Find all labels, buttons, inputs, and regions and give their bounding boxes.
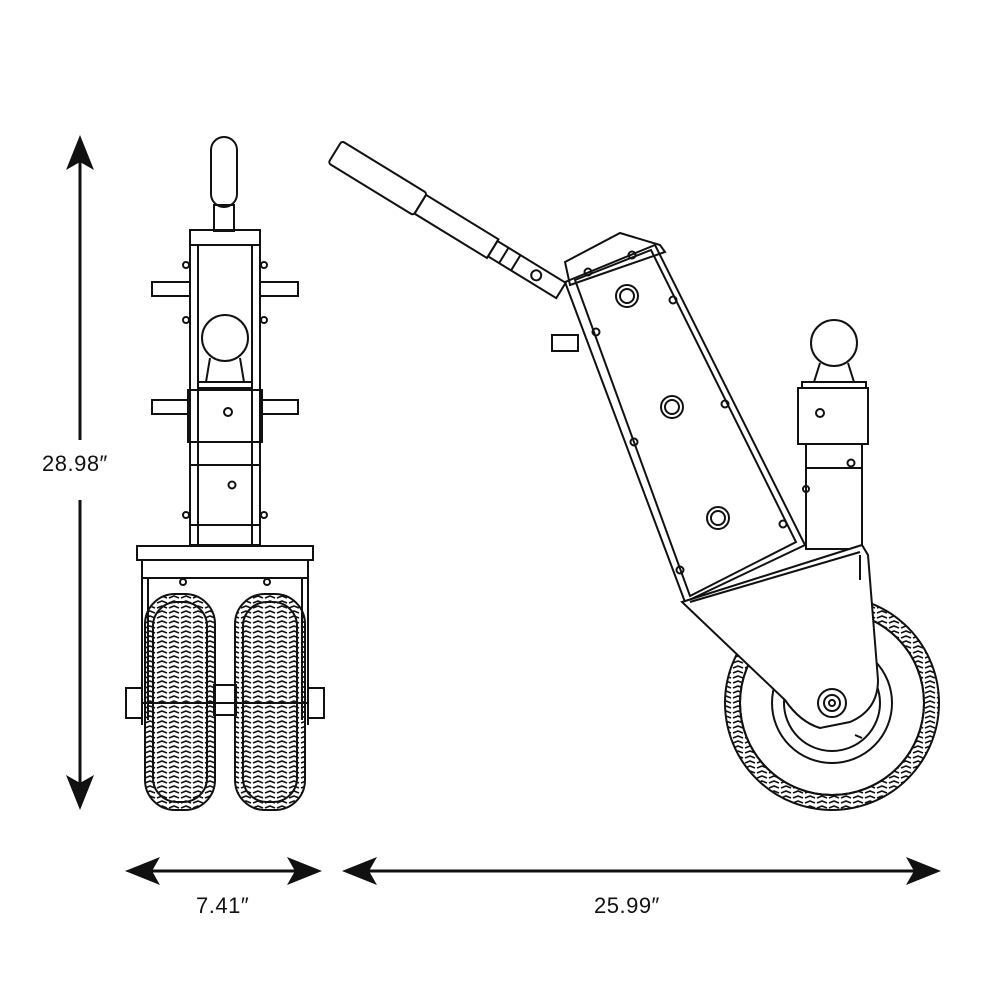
side-main-body bbox=[563, 243, 807, 604]
front-fork-plate bbox=[136, 545, 314, 561]
front-wheel-left bbox=[144, 593, 216, 811]
front-side-arm-bottom-right bbox=[259, 399, 299, 415]
front-side-arm-bottom-left bbox=[151, 399, 191, 415]
height-dimension-label: 28.98″ bbox=[42, 451, 108, 476]
front-wheel-right bbox=[234, 593, 306, 811]
side-view bbox=[328, 141, 940, 811]
width-dimension-label: 7.41″ bbox=[196, 893, 250, 918]
side-hole-bottom bbox=[706, 506, 730, 530]
width-dimension-arrow bbox=[125, 857, 322, 885]
height-dimension-arrow bbox=[66, 135, 94, 810]
front-side-arm-top-left bbox=[151, 281, 191, 297]
side-collar bbox=[797, 387, 869, 445]
length-dimension-label: 25.99″ bbox=[594, 893, 660, 918]
front-main-column bbox=[189, 244, 261, 546]
front-axle-block-right bbox=[307, 687, 325, 719]
front-side-arm-top-right bbox=[259, 281, 299, 297]
side-post bbox=[805, 443, 863, 550]
side-top-cap bbox=[563, 231, 667, 287]
side-handle bbox=[328, 141, 568, 300]
side-hole-top bbox=[615, 284, 639, 308]
front-collar bbox=[187, 389, 263, 443]
front-view bbox=[125, 136, 325, 811]
front-hitch-ball bbox=[201, 314, 249, 362]
side-hole-middle bbox=[660, 395, 684, 419]
side-hitch-ball bbox=[810, 319, 858, 367]
front-axle-block-left bbox=[125, 687, 143, 719]
side-axle-hub bbox=[817, 688, 847, 718]
length-dimension-arrow bbox=[342, 857, 941, 885]
front-handle-grip bbox=[210, 136, 238, 208]
